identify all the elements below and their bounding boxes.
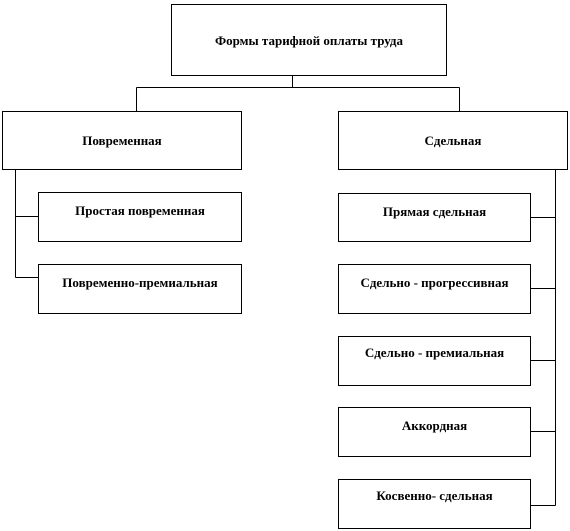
piece-rate-node: Сдельная xyxy=(338,111,568,170)
root-node: Формы тарифной оплаты труда xyxy=(171,4,447,76)
time-based-node: Повременная xyxy=(2,111,242,170)
piece-child-node-5: Косвенно- сдельная xyxy=(338,479,531,529)
time-based-label: Повременная xyxy=(82,133,162,148)
piece-child-label-3: Сдельно - премиальная xyxy=(364,345,505,360)
piece-child-node-4: Аккордная xyxy=(338,407,531,457)
time-child-node-1: Простая повременная xyxy=(38,192,242,242)
piece-child-label-5: Косвенно- сдельная xyxy=(376,488,493,503)
time-child-label-2: Повременно-премиальная xyxy=(62,275,218,290)
piece-child-node-2: Сдельно - прогрессивная xyxy=(338,264,531,314)
time-child-label-1: Простая повременная xyxy=(75,203,205,218)
piece-child-node-3: Сдельно - премиальная xyxy=(338,336,531,386)
piece-rate-label: Сдельная xyxy=(424,133,482,148)
piece-child-label-2: Сдельно - прогрессивная xyxy=(360,275,509,290)
piece-child-label-1: Прямая сдельная xyxy=(382,204,487,219)
piece-child-label-4: Аккордная xyxy=(401,418,468,433)
piece-child-node-1: Прямая сдельная xyxy=(338,193,531,242)
time-child-node-2: Повременно-премиальная xyxy=(38,264,242,314)
root-label: Формы тарифной оплаты труда xyxy=(214,32,404,48)
